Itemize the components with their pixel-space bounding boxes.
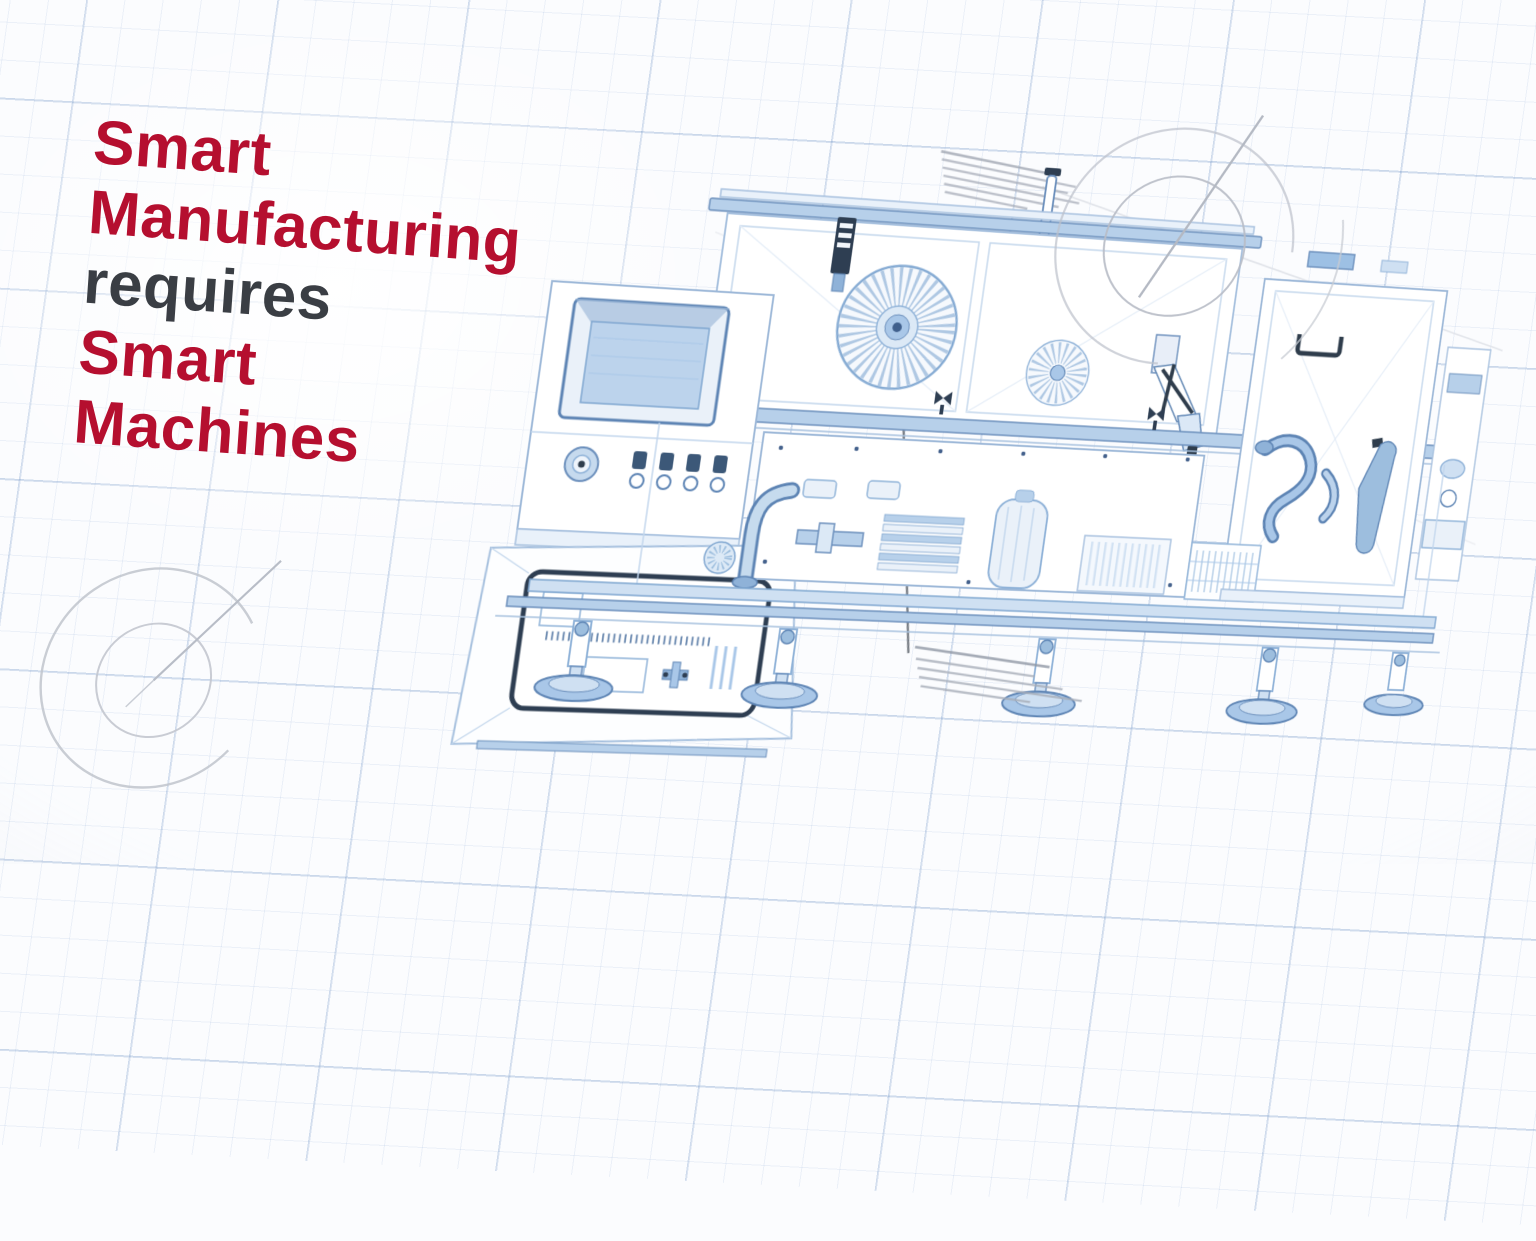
vent-grate [1184, 542, 1261, 602]
drive-coupling [816, 523, 835, 553]
spool-wheel [829, 262, 966, 393]
compass-sketch-bottom-left [39, 560, 282, 789]
right-cabinet [1184, 246, 1451, 608]
control-console [515, 281, 774, 555]
drive-machinery [700, 475, 1177, 606]
top-rail [709, 198, 1262, 248]
compass-sketch-top-right [1054, 114, 1345, 365]
canister [986, 499, 1049, 589]
cover-panel [743, 432, 1204, 597]
leveling-feet [533, 620, 1430, 729]
ribbed-block [1077, 535, 1171, 594]
upper-cabinet [681, 188, 1263, 438]
guide-wheel [1022, 338, 1093, 407]
monitor-screen [580, 321, 709, 408]
machine-blueprint-illustration [442, 80, 1530, 809]
headline: Smart Manufacturing requires Smart Machi… [72, 108, 529, 487]
conveyor-parts [530, 586, 743, 696]
annotation-note-top [940, 150, 1080, 210]
